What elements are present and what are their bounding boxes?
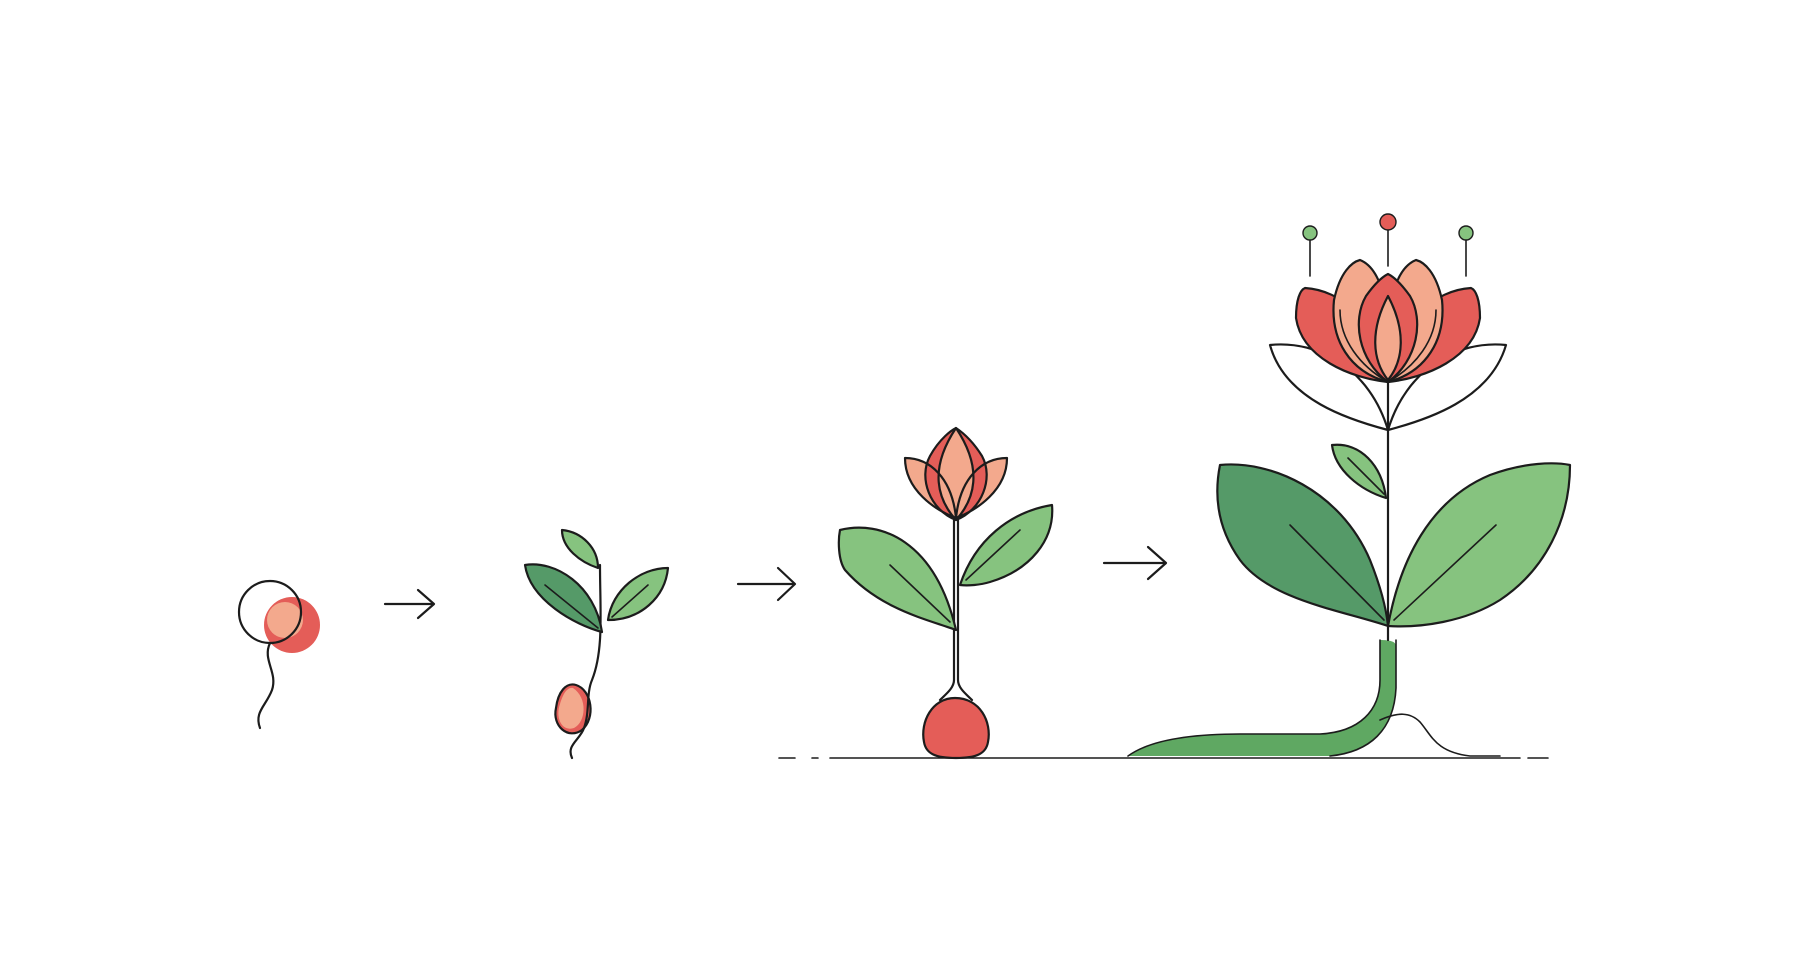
arrow-right-icon bbox=[385, 590, 434, 618]
arrow-right-icon bbox=[738, 568, 795, 600]
arrow-right-icon bbox=[1104, 547, 1166, 579]
flowering-plant-icon bbox=[1128, 214, 1570, 756]
seed-icon bbox=[239, 581, 320, 728]
budding-plant-icon bbox=[839, 428, 1052, 758]
sprout-icon bbox=[525, 530, 668, 758]
